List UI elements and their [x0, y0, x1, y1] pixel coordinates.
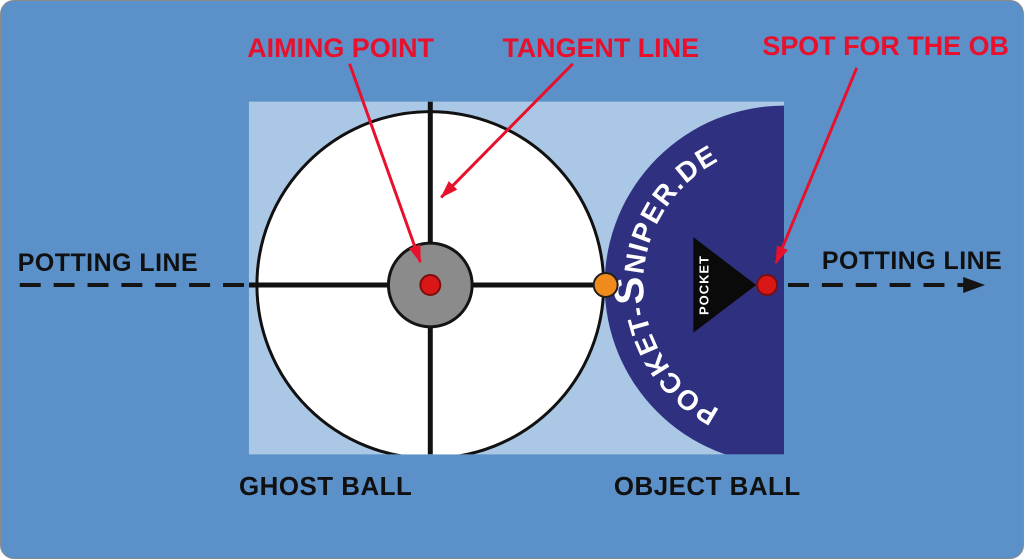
- object-ball-label: OBJECT BALL: [614, 473, 801, 501]
- potting-line-right-label: POTTING LINE: [822, 247, 1002, 275]
- aiming-point-label: AIMING POINT: [247, 33, 434, 63]
- ob-spot-arrow: [774, 67, 859, 265]
- ghost-ball-label: GHOST BALL: [239, 473, 412, 501]
- pocket-label: POCKET: [697, 255, 712, 315]
- ob-spot-label: SPOT FOR THE OB: [762, 31, 1009, 61]
- pocket-arrow: [693, 237, 757, 333]
- tangent-line-arrow: [440, 62, 574, 199]
- aiming-point-dot: [419, 274, 442, 296]
- potting-line-left-label: POTTING LINE: [18, 249, 198, 277]
- tangent-line-label: TANGENT LINE: [502, 33, 699, 63]
- contact-point-dot: [592, 272, 619, 298]
- ob-spot-dot: [756, 274, 779, 296]
- aiming-point-arrow: [348, 63, 422, 264]
